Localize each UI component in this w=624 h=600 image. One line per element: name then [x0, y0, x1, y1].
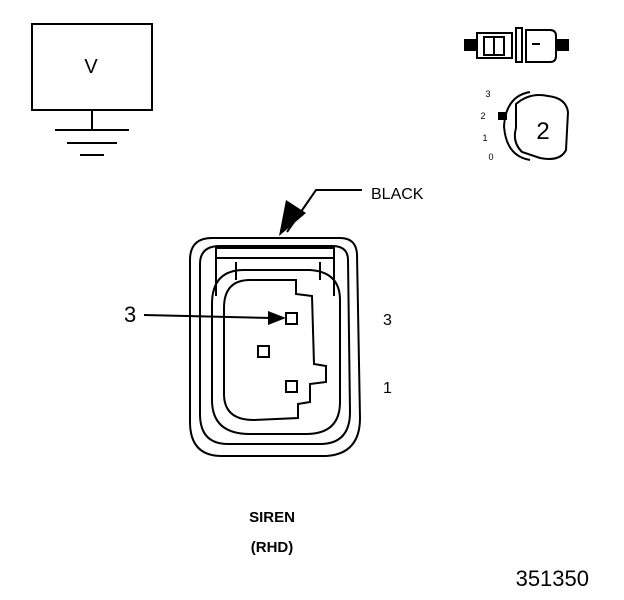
position-selector-icon: 3 2 1 0 2	[480, 89, 570, 162]
pin-label-bottom: 1	[383, 380, 392, 397]
pin-cavity-2	[257, 345, 270, 358]
voltage-label: V	[84, 56, 98, 78]
pin-cavity-1	[285, 380, 298, 393]
connector-face	[189, 237, 362, 457]
color-callout: BLACK	[279, 186, 424, 236]
selected-position-number: 2	[536, 118, 549, 145]
pin-callout-label: 3	[124, 302, 136, 327]
position-label-3: 3	[485, 89, 490, 99]
connector-color-label: BLACK	[371, 186, 424, 203]
pin-callout: 3	[124, 302, 286, 327]
position-label-1: 1	[482, 133, 487, 143]
pin-label-top: 3	[383, 312, 392, 329]
component-name: SIREN	[249, 509, 295, 526]
position-label-2: 2	[480, 111, 485, 121]
pin-cavity-3	[285, 312, 298, 325]
voltage-source: V	[31, 23, 153, 156]
ground-symbol	[55, 110, 129, 156]
component-variant: (RHD)	[251, 539, 294, 556]
plug-connector-icon	[464, 27, 569, 63]
figure-number: 351350	[516, 566, 589, 591]
position-label-0: 0	[488, 152, 493, 162]
